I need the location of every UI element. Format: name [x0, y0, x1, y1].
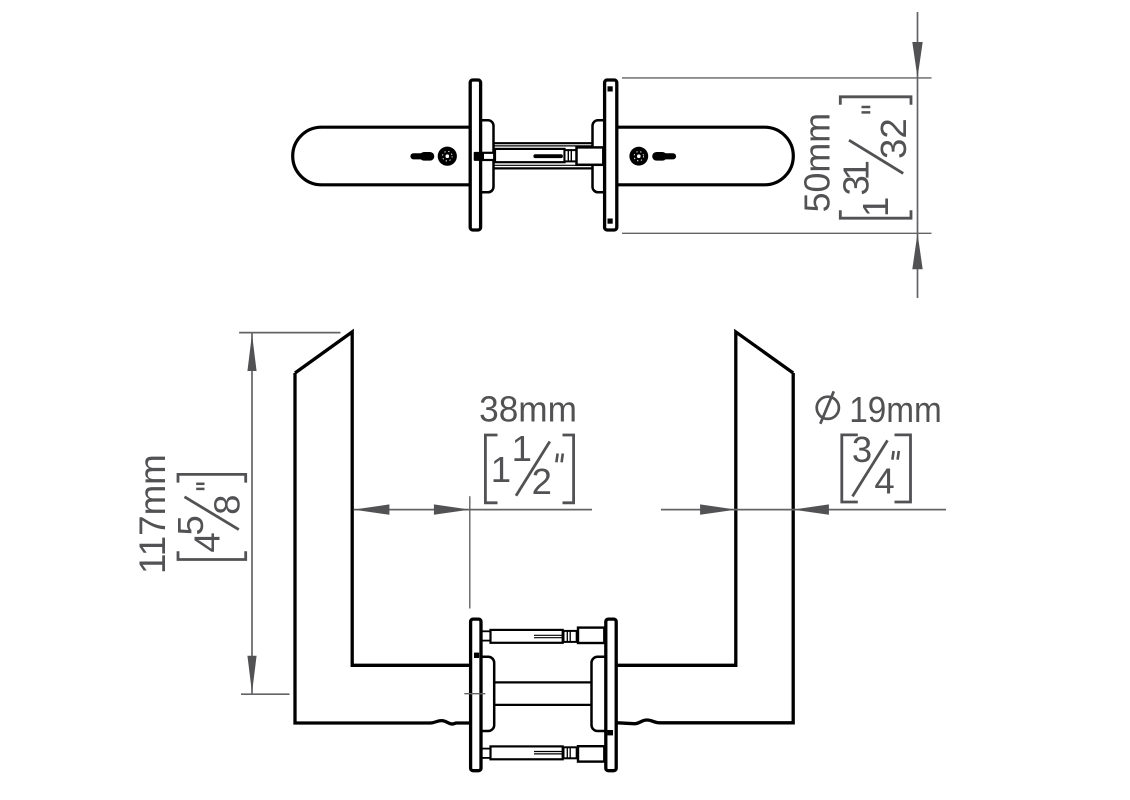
- svg-text:38mm: 38mm: [479, 388, 577, 429]
- svg-text:1: 1: [491, 449, 511, 490]
- svg-text:1: 1: [836, 160, 877, 180]
- svg-text:19mm: 19mm: [849, 389, 942, 430]
- svg-text:3: 3: [873, 139, 914, 159]
- svg-text:4: 4: [874, 460, 894, 501]
- svg-text:50mm: 50mm: [796, 113, 837, 213]
- svg-text:3: 3: [836, 175, 877, 195]
- svg-text:5: 5: [170, 515, 211, 535]
- svg-text:2: 2: [532, 461, 552, 502]
- svg-text:2: 2: [873, 118, 914, 138]
- svg-text:3: 3: [852, 429, 872, 470]
- svg-text:4: 4: [187, 532, 228, 552]
- svg-text:1: 1: [512, 428, 532, 469]
- svg-text:8: 8: [207, 495, 248, 515]
- svg-text:117mm: 117mm: [131, 454, 173, 574]
- svg-text:1: 1: [855, 197, 896, 217]
